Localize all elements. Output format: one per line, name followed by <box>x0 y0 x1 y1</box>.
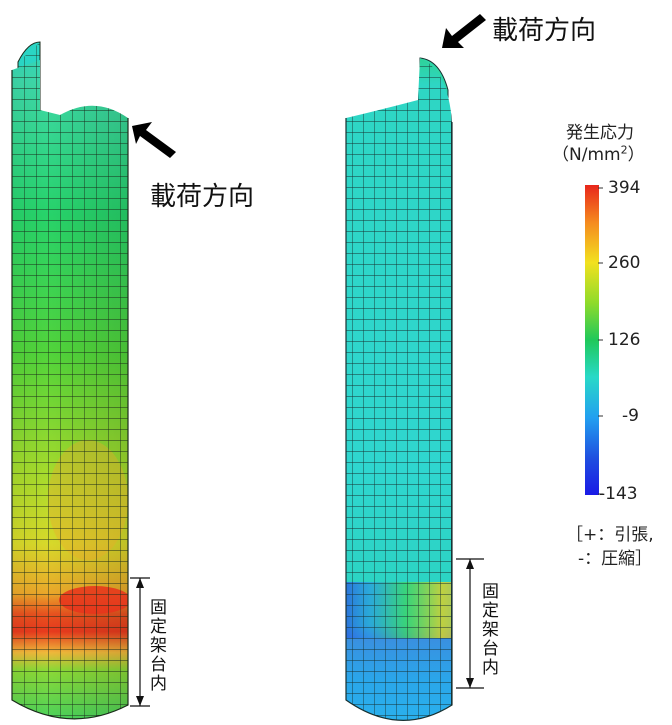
colorbar-title: 発生応力 <box>566 123 634 143</box>
colorbar-note-tension: ［+：引張, <box>566 525 654 545</box>
colorbar-tick-260: 260 <box>608 253 641 273</box>
right-load-arrow-icon <box>442 14 486 48</box>
colorbar-unit: （N/mm2） <box>552 143 645 165</box>
right-fixed-zone-label: 固定架台内 <box>478 582 498 677</box>
left-load-direction-label: 載荷方向 <box>150 182 255 212</box>
colorbar-tick-126: 126 <box>608 330 641 350</box>
left-fixed-zone-label: 固定架台内 <box>146 598 166 693</box>
left-cylinder-model <box>11 41 129 720</box>
right-fixed-zone-bracket <box>456 558 484 689</box>
left-load-arrow-icon <box>132 122 176 158</box>
right-load-direction-label: 載荷方向 <box>492 16 597 46</box>
colorbar-tick-neg143: -143 <box>599 484 638 504</box>
colorbar-tick-394: 394 <box>608 178 641 198</box>
colorbar-note-compression: -：圧縮］ <box>578 549 653 569</box>
left-fixed-zone-bracket <box>130 577 150 707</box>
right-cylinder-model <box>345 57 453 721</box>
colorbar <box>585 185 603 495</box>
colorbar-tick-neg9: -9 <box>622 406 639 426</box>
